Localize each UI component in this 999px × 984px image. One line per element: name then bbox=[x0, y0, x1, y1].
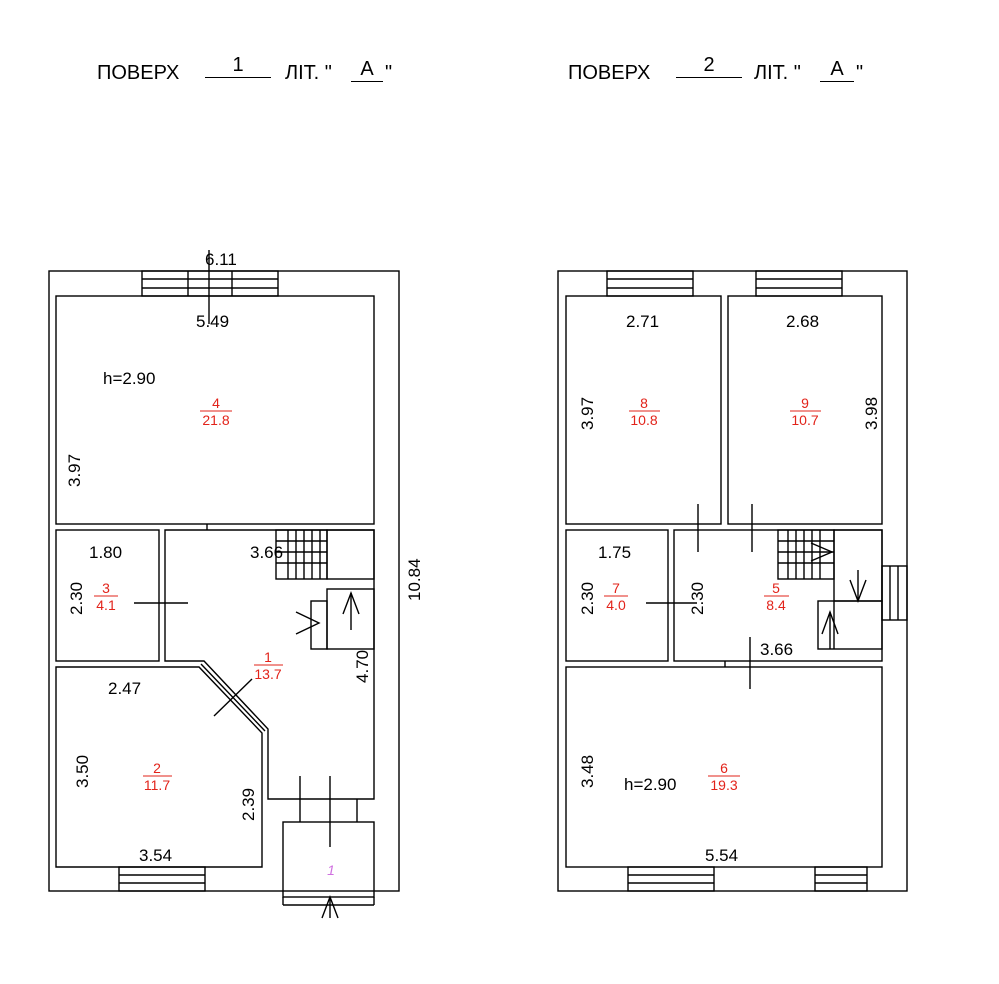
floor1-dim-room2-right: 2.39 bbox=[239, 788, 258, 821]
floor2-dim-room8-left: 3.97 bbox=[578, 397, 597, 430]
floor1-stairs bbox=[275, 529, 375, 650]
room5-label: 5 8.4 bbox=[764, 580, 789, 613]
room8-label: 8 10.8 bbox=[629, 395, 660, 428]
floor2-dim-hall-left: 2.30 bbox=[688, 582, 707, 615]
floor2-dim-room9-right: 3.98 bbox=[862, 397, 881, 430]
floor2-dim-room8-top: 2.71 bbox=[626, 312, 659, 331]
floor2-outer-wall bbox=[557, 270, 908, 892]
room1-area: 13.7 bbox=[254, 666, 281, 682]
floor1-plan bbox=[48, 250, 400, 919]
floor2-window-right bbox=[881, 565, 908, 621]
room1-number: 1 bbox=[264, 649, 272, 665]
room7-label: 7 4.0 bbox=[604, 580, 628, 613]
floor2-window-room9 bbox=[755, 270, 843, 297]
room4-area: 21.8 bbox=[202, 412, 229, 428]
floor1-dim-hall-right: 4.70 bbox=[353, 650, 372, 683]
floor1-dim-top-inner: 5.49 bbox=[196, 312, 229, 331]
room3-wall bbox=[55, 529, 160, 662]
room2-label: 2 11.7 bbox=[143, 760, 172, 793]
floor2-floor-number: 2 bbox=[676, 54, 742, 78]
floor1-dim-room2-bottom: 3.54 bbox=[139, 846, 172, 865]
room8-area: 10.8 bbox=[630, 412, 657, 428]
floor1-floor-word: ПОВЕРХ bbox=[97, 62, 180, 84]
floor1-bottom-window bbox=[118, 866, 206, 892]
floor1-dim-top-outer: 6.11 bbox=[205, 250, 237, 269]
room3-number: 3 bbox=[102, 580, 110, 596]
floor1-dim-room2-top: 2.47 bbox=[108, 679, 141, 698]
room2-number: 2 bbox=[153, 760, 161, 776]
floor1-quote-close: " bbox=[385, 62, 393, 84]
room1-label: 1 13.7 bbox=[254, 649, 283, 682]
floor2-floor-word: ПОВЕРХ bbox=[568, 62, 651, 84]
room7-wall bbox=[565, 529, 669, 662]
floor2-dim-room9-top: 2.68 bbox=[786, 312, 819, 331]
floor2-window-room8 bbox=[606, 270, 694, 297]
floor1-lit-word: ЛІТ. " bbox=[285, 62, 332, 84]
floor1-dim-hall-top: 3.66 bbox=[250, 543, 283, 562]
room3-area: 4.1 bbox=[96, 597, 116, 613]
room3-label: 3 4.1 bbox=[94, 580, 118, 613]
floor1-dim-outer-right: 10.84 bbox=[405, 558, 424, 601]
floor2-dim-room6-bottom: 5.54 bbox=[705, 846, 738, 865]
room9-label: 9 10.7 bbox=[790, 395, 821, 428]
floor2-dim-room7-left: 2.30 bbox=[578, 582, 597, 615]
room6-number: 6 bbox=[720, 760, 728, 776]
room7-number: 7 bbox=[612, 580, 620, 596]
floor1-height-label: h=2.90 bbox=[103, 369, 155, 388]
floor2-dim-hall-bottom: 3.66 bbox=[760, 640, 793, 659]
room9-area: 10.7 bbox=[791, 412, 818, 428]
floor1-lit-letter: А bbox=[351, 58, 383, 82]
room2-area: 11.7 bbox=[144, 777, 170, 793]
room4-number: 4 bbox=[212, 395, 220, 411]
floor2-lit-letter: А bbox=[820, 58, 854, 82]
room6-wall bbox=[565, 666, 883, 868]
floor1-door-room2 bbox=[213, 678, 253, 717]
room7-area: 4.0 bbox=[606, 597, 626, 613]
floor1-header: ПОВЕРХ 1 ЛІТ. " А " bbox=[97, 54, 417, 90]
room6-label: 6 19.3 bbox=[708, 760, 740, 793]
floor1-dim-room2-left: 3.50 bbox=[73, 755, 92, 788]
room9-number: 9 bbox=[801, 395, 809, 411]
floor2-quote-close: " bbox=[856, 62, 864, 84]
floor2-dim-room7-top: 1.75 bbox=[598, 543, 631, 562]
floor1-dim-room3-top: 1.80 bbox=[89, 543, 122, 562]
room4-label: 4 21.8 bbox=[200, 395, 232, 428]
floor2-window-room6-left bbox=[627, 866, 715, 892]
floor1-floor-number: 1 bbox=[205, 54, 271, 78]
floor2-stairs bbox=[777, 529, 883, 650]
floor2-window-room6-right bbox=[814, 866, 868, 892]
room2-wall bbox=[55, 666, 263, 868]
floor2-dim-room6-left: 3.48 bbox=[578, 755, 597, 788]
floor2-plan bbox=[557, 270, 908, 892]
floor2-height-label: h=2.90 bbox=[624, 775, 676, 794]
room8-number: 8 bbox=[640, 395, 648, 411]
room5-number: 5 bbox=[772, 580, 780, 596]
floor2-header: ПОВЕРХ 2 ЛІТ. " А " bbox=[568, 54, 888, 90]
floor1-dim-room4-left: 3.97 bbox=[65, 454, 84, 487]
floor2-lit-word: ЛІТ. " bbox=[754, 62, 801, 84]
floor1-dim-room3-left: 2.30 bbox=[67, 582, 86, 615]
floor1-top-window bbox=[141, 270, 279, 297]
room6-area: 19.3 bbox=[710, 777, 737, 793]
room5-area: 8.4 bbox=[766, 597, 786, 613]
floor1-entrance bbox=[282, 776, 375, 919]
entrance-mark: 1 bbox=[327, 862, 335, 878]
